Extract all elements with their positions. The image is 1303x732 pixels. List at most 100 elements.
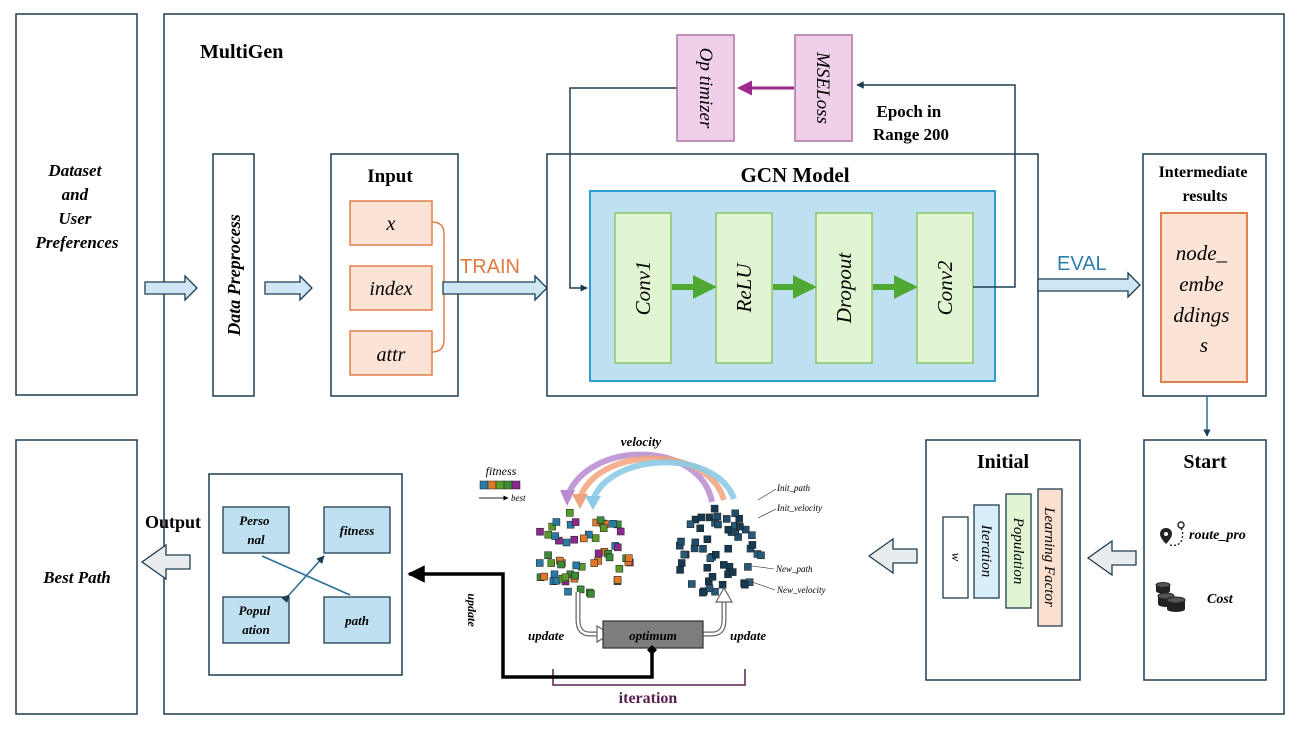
output-item-personal-label: Perso nal [239,513,273,547]
particle [552,518,561,526]
param-iteration-label: Iteration [978,524,994,578]
particle [744,563,752,571]
param-w [942,516,969,599]
particle [561,573,570,582]
particle [691,538,700,547]
data-preprocess-box [212,153,255,397]
param-population [1005,493,1032,609]
particle [544,551,552,559]
param-iteration [973,504,1000,599]
particle [576,585,585,594]
particle [699,588,707,597]
train-arrow [442,274,548,302]
particle [724,525,733,534]
input-item-x-label: x [386,213,396,235]
particle [718,580,727,589]
input-item-x [349,200,433,246]
route-icon [1160,521,1185,547]
particle [676,566,684,574]
particle [724,544,732,553]
particle [677,559,686,567]
param-learning-factor-label: Learning Factor [1041,506,1057,607]
particle [748,531,756,539]
start-title: Start [1183,451,1227,473]
particle [703,535,712,544]
particle [703,564,712,572]
output-label: Output [145,512,201,532]
param-w-label: w [949,553,964,562]
param-population-label: Population [1010,517,1026,585]
multigen-title: MultiGen [200,41,283,63]
velocity-arc-orange [577,455,727,502]
eval-arrow [1037,271,1141,299]
particle [714,520,722,529]
layer-conv1-label: Conv1 [631,261,655,316]
layer-dropout-label: Dropout [832,252,856,325]
dataset-label: Dataset and User Preferences [34,161,118,252]
best-path-box [15,439,138,715]
optimum-label: optimum [629,628,677,643]
optimizer-label: Op timizer [695,48,716,129]
particle [712,550,720,559]
particle [696,524,704,533]
update-vertical-label: update [465,593,479,627]
arrow-initial-to-pso [867,537,918,575]
output-item-population [222,596,290,644]
particle [544,530,553,539]
particle [613,576,622,584]
particle [708,573,717,581]
dataset-box [15,13,138,396]
particle [540,572,548,581]
optimum-box [602,620,704,649]
particle [566,509,574,517]
input-item-attr-label: attr [377,344,406,366]
data-preprocess-label: Data Preprocess [224,214,244,336]
particle [757,551,765,560]
input-item-attr [349,330,433,376]
particle [562,538,571,547]
output-item-path-label: path [344,613,369,628]
arrow-output-to-best-path [140,543,191,581]
swarm-initial [535,509,634,598]
particle [551,532,559,540]
particle [564,587,572,596]
arrow-preprocess-to-input [264,274,313,302]
particle [596,516,605,524]
initial-title: Initial [977,451,1030,473]
particle [557,560,565,569]
particle [731,509,739,518]
particle [699,545,707,553]
particle [580,534,588,543]
train-label: TRAIN [460,256,520,278]
particle [605,553,614,562]
route-pro-label: route_pro [1189,528,1246,543]
mseloss-box [794,34,853,142]
output-cross-2 [261,555,351,596]
particle [735,514,743,523]
cost-label: Cost [1207,592,1234,607]
particle [571,571,579,580]
velocity-arc-purple [565,451,715,503]
particle [680,550,689,559]
arrow-dataset-to-preprocess [144,274,198,302]
particle [609,520,617,528]
fitness-legend [479,480,521,490]
velocity-arc-blue [590,459,737,502]
iteration-label: iteration [619,690,678,707]
coins-icon [1155,582,1186,612]
layer-relu [715,212,773,364]
input-title: Input [367,166,413,187]
particle [585,530,593,539]
init-path-label: Init_path [776,483,810,493]
particle [741,580,749,589]
particle [697,513,706,522]
particle [720,561,728,569]
loop-conv2-to-mseloss [856,81,1016,288]
eval-label: EVAL [1057,253,1107,275]
swarm-updated [676,504,765,597]
particle [710,504,719,513]
layer-conv2-label: Conv2 [933,260,957,315]
particle [536,527,544,536]
output-item-fitness-label: fitness [340,523,375,538]
